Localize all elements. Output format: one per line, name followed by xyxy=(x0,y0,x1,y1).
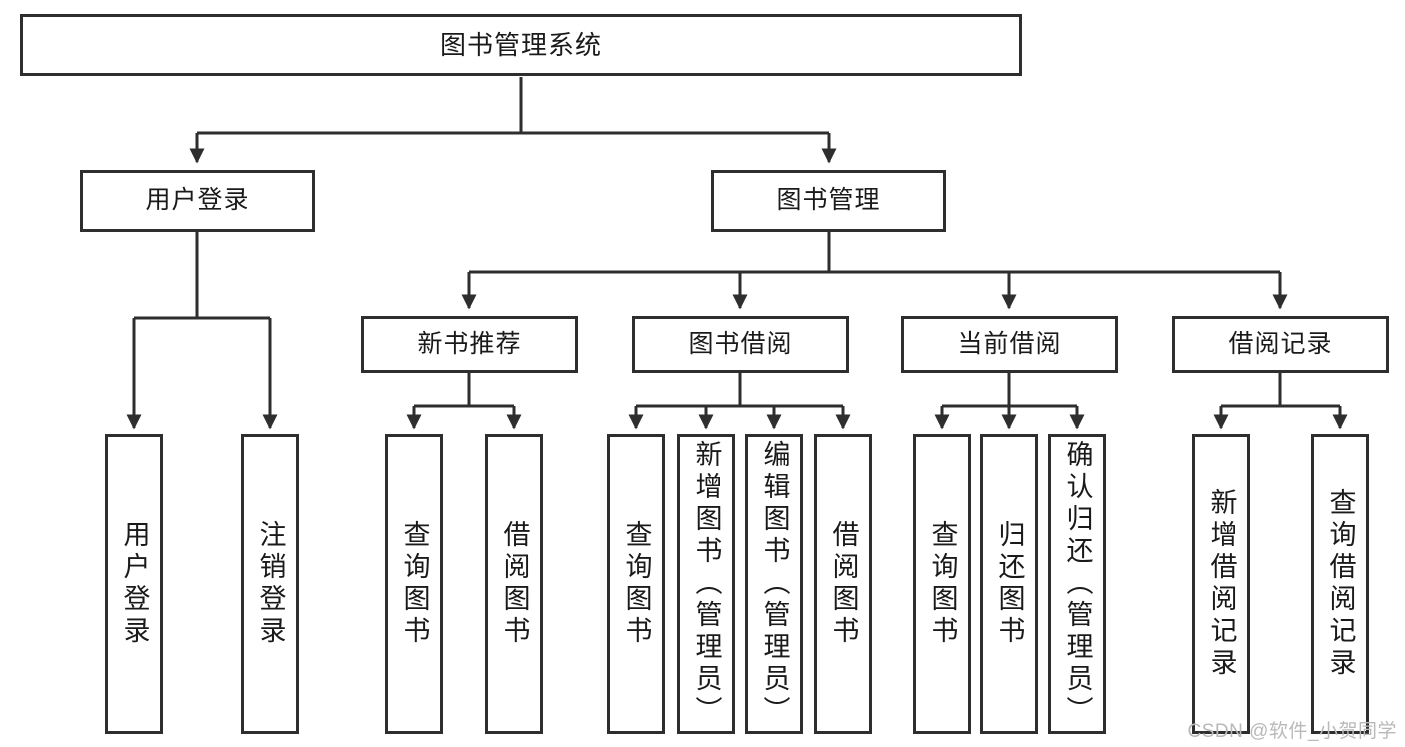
node-leaf-query-book-1-label: 查询图书 xyxy=(399,520,430,648)
node-leaf-logout-label: 注销登录 xyxy=(255,520,286,648)
node-current-borrow-label: 当前借阅 xyxy=(957,329,1062,358)
node-current-borrow[interactable]: 当前借阅 xyxy=(901,316,1118,373)
node-root-label: 图书管理系统 xyxy=(439,29,602,60)
node-book-borrow-label: 图书借阅 xyxy=(688,329,793,358)
node-new-book-recommend[interactable]: 新书推荐 xyxy=(361,316,578,373)
node-leaf-logout[interactable]: 注销登录 xyxy=(241,434,299,734)
csdn-watermark: CSDN @软件_小贺同学 xyxy=(1187,721,1397,742)
node-leaf-borrow-book-1-label: 借阅图书 xyxy=(499,520,530,648)
node-root[interactable]: 图书管理系统 xyxy=(20,14,1022,76)
node-new-book-recommend-label: 新书推荐 xyxy=(417,329,522,358)
node-leaf-query-book-1[interactable]: 查询图书 xyxy=(385,434,443,734)
node-leaf-add-book-label: 新增图书（管理员） xyxy=(691,440,722,728)
node-leaf-query-record-label: 查询借阅记录 xyxy=(1325,488,1356,680)
node-leaf-query-book-2-label: 查询图书 xyxy=(621,520,652,648)
node-leaf-borrow-book-2[interactable]: 借阅图书 xyxy=(814,434,872,734)
node-leaf-return-book[interactable]: 归还图书 xyxy=(980,434,1038,734)
node-book-manage[interactable]: 图书管理 xyxy=(711,170,946,232)
node-leaf-add-record-label: 新增借阅记录 xyxy=(1206,488,1237,680)
node-book-manage-label: 图书管理 xyxy=(776,186,881,215)
node-leaf-edit-book-label: 编辑图书（管理员） xyxy=(759,440,790,728)
node-user-login[interactable]: 用户登录 xyxy=(80,170,315,232)
node-user-login-label: 用户登录 xyxy=(145,186,250,215)
node-leaf-user-login[interactable]: 用户登录 xyxy=(105,434,163,734)
node-borrow-record[interactable]: 借阅记录 xyxy=(1172,316,1389,373)
node-leaf-borrow-book-2-label: 借阅图书 xyxy=(828,520,859,648)
node-book-borrow[interactable]: 图书借阅 xyxy=(632,316,849,373)
node-leaf-return-book-label: 归还图书 xyxy=(994,520,1025,648)
node-leaf-confirm-return-label: 确认归还（管理员） xyxy=(1062,440,1093,728)
node-leaf-borrow-book-1[interactable]: 借阅图书 xyxy=(485,434,543,734)
node-leaf-add-book[interactable]: 新增图书（管理员） xyxy=(677,434,735,734)
node-borrow-record-label: 借阅记录 xyxy=(1228,329,1333,358)
node-leaf-edit-book[interactable]: 编辑图书（管理员） xyxy=(745,434,803,734)
node-leaf-query-book-3[interactable]: 查询图书 xyxy=(913,434,971,734)
node-leaf-query-record[interactable]: 查询借阅记录 xyxy=(1311,434,1369,734)
node-leaf-user-login-label: 用户登录 xyxy=(119,520,150,648)
node-leaf-query-book-2[interactable]: 查询图书 xyxy=(607,434,665,734)
node-leaf-add-record[interactable]: 新增借阅记录 xyxy=(1192,434,1250,734)
node-leaf-confirm-return[interactable]: 确认归还（管理员） xyxy=(1048,434,1106,734)
node-leaf-query-book-3-label: 查询图书 xyxy=(927,520,958,648)
